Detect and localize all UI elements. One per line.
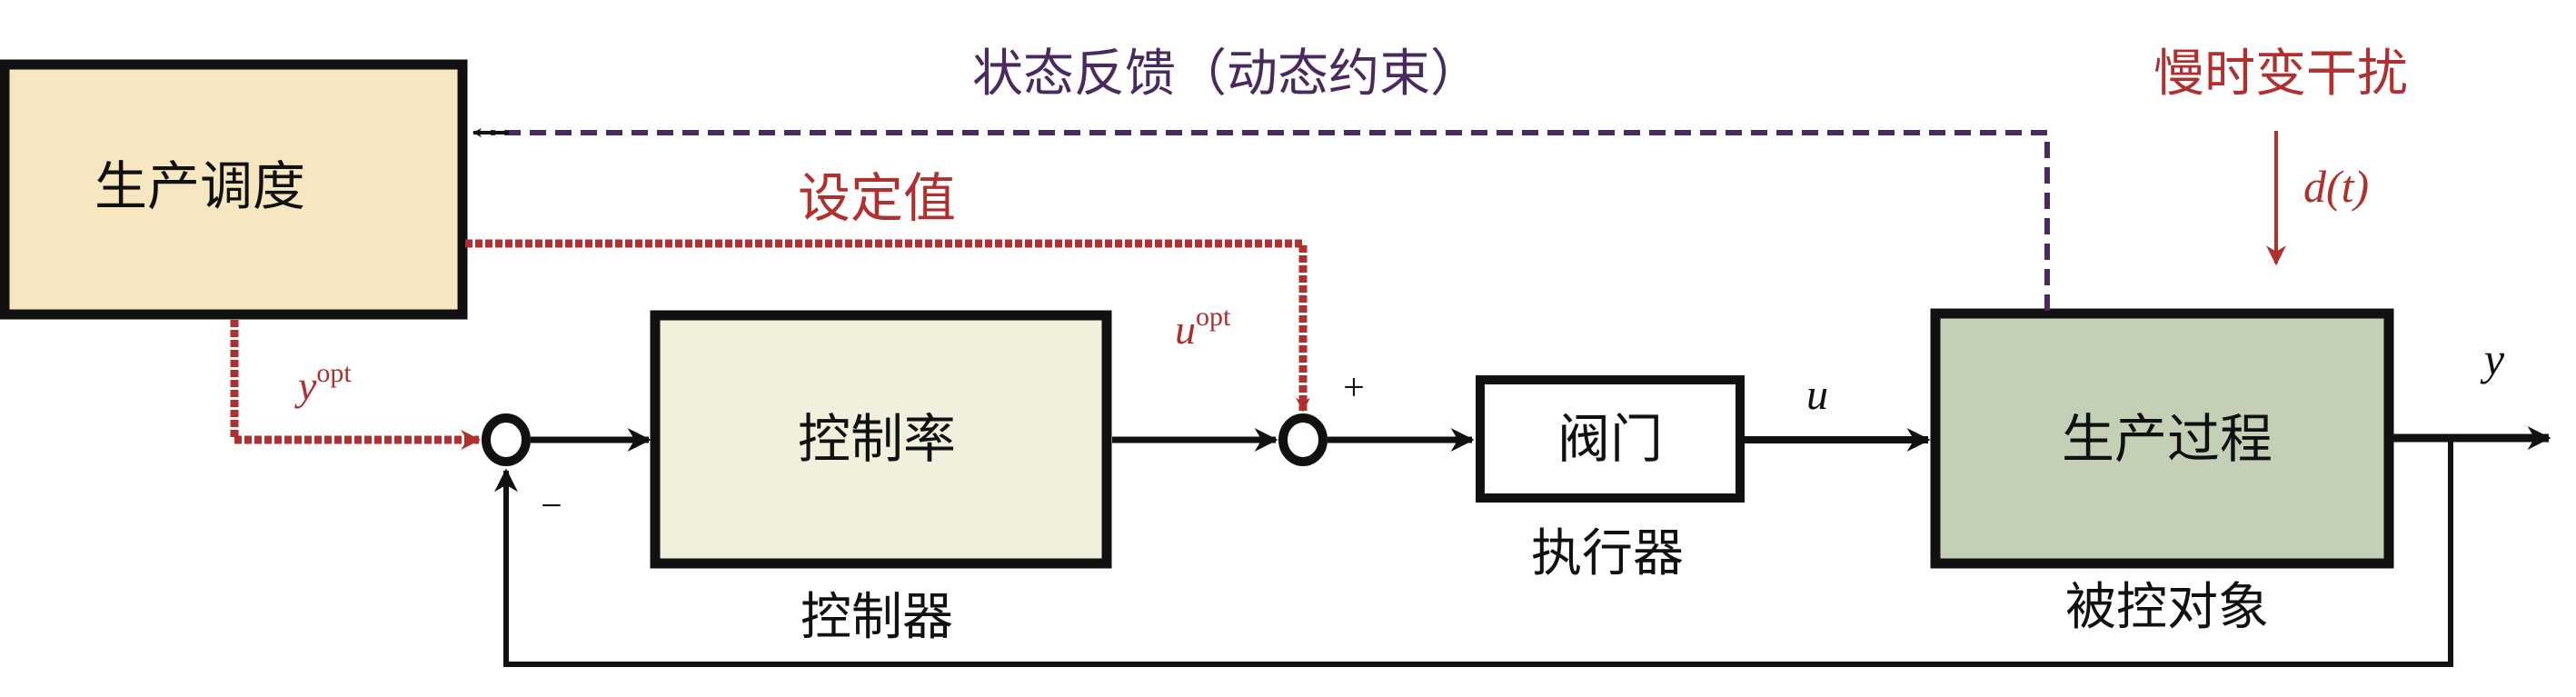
y-opt-label: yopt [294,358,352,409]
summing-junction-2 [1278,413,1328,466]
u-opt-label: uopt [1175,302,1231,353]
feedback-loop-line [494,438,2453,667]
actuator-caption: 执行器 [1531,524,1684,583]
disturbance-symbol: d(t) [2303,161,2369,212]
controller-caption: 控制器 [801,588,953,647]
minus-sign: − [541,485,562,527]
control-law-label: 控制率 [798,408,956,470]
u-label: u [1806,371,1828,419]
valve-block [1476,375,1745,503]
plus-sign: + [1343,367,1365,409]
control-law-block [650,310,1112,569]
state-feedback-label: 状态反馈（动态约束） [972,45,1481,104]
scheduling-block [0,59,468,320]
disturbance-label: 慢时变干扰 [2153,45,2408,104]
process-block [1930,308,2394,569]
valve-label: 阀门 [1557,408,1663,470]
process-label: 生产过程 [2062,408,2273,470]
y-opt-dotted-line [230,320,482,450]
plant-caption: 被控对象 [2065,578,2269,637]
setpoint-label: 设定值 [798,167,956,229]
scheduling-label: 生产调度 [94,155,305,217]
state-feedback-dashed-line [491,130,2050,311]
summing-junction-1 [482,413,531,466]
y-label: y [2480,334,2505,384]
